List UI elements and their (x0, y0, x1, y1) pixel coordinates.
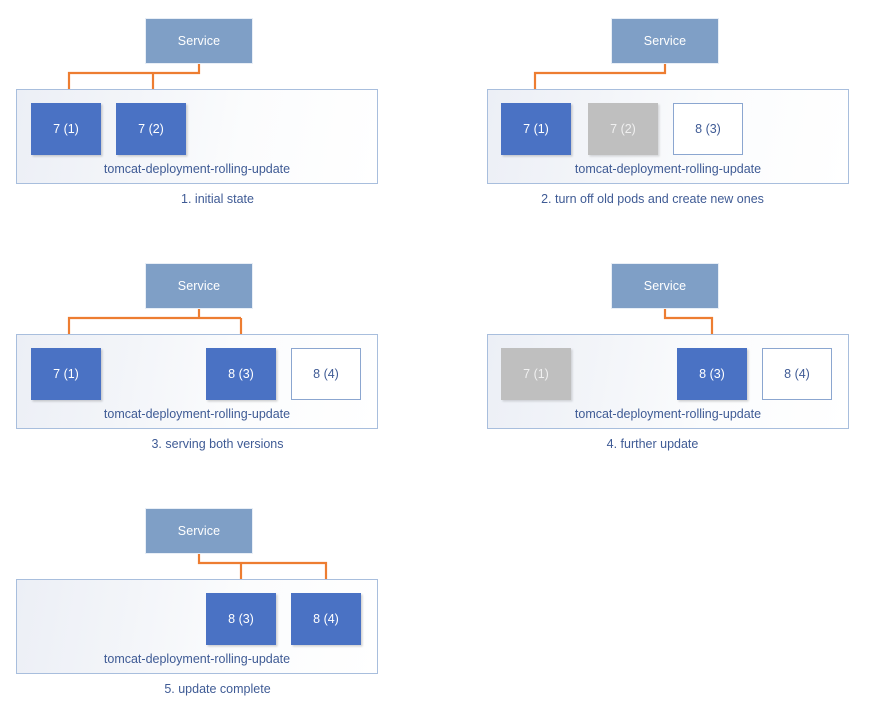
service-box[interactable]: Service (145, 18, 253, 64)
pod-box[interactable]: 7 (2) (588, 103, 658, 155)
pod-label: 7 (1) (523, 121, 549, 136)
pod-label: 8 (3) (228, 366, 254, 381)
pod-box[interactable]: 7 (1) (31, 103, 101, 155)
panel-update-complete: Service tomcat-deployment-rolling-update… (0, 490, 435, 710)
service-box[interactable]: Service (145, 508, 253, 554)
service-label: Service (643, 33, 687, 48)
pod-label: 8 (4) (784, 366, 810, 381)
pod-label: 8 (4) (313, 366, 339, 381)
panel-caption: 4. further update (606, 437, 699, 451)
service-label: Service (177, 33, 221, 48)
pod-label: 7 (1) (53, 121, 79, 136)
pod-box[interactable]: 8 (3) (677, 348, 747, 400)
pod-label: 8 (3) (228, 611, 254, 626)
service-box[interactable]: Service (145, 263, 253, 309)
pod-label: 7 (1) (523, 366, 549, 381)
panel-caption: 2. turn off old pods and create new ones (541, 192, 764, 206)
pod-box[interactable]: 7 (1) (501, 103, 571, 155)
pod-box[interactable]: 7 (2) (116, 103, 186, 155)
panel-initial-state: Service tomcat-deployment-rolling-update… (0, 0, 435, 220)
pod-box[interactable]: 8 (4) (291, 348, 361, 400)
pod-label: 8 (3) (699, 366, 725, 381)
pod-label: 7 (2) (138, 121, 164, 136)
service-label: Service (177, 523, 221, 538)
panel-caption: 3. serving both versions (151, 437, 284, 451)
pod-box[interactable]: 7 (1) (31, 348, 101, 400)
pod-box[interactable]: 7 (1) (501, 348, 571, 400)
deployment-label: tomcat-deployment-rolling-update (103, 406, 291, 421)
service-box[interactable]: Service (611, 18, 719, 64)
panel-turn-off-old-pods: Service tomcat-deployment-rolling-update… (435, 0, 870, 220)
panel-caption: 5. update complete (164, 682, 271, 696)
deployment-label: tomcat-deployment-rolling-update (574, 161, 762, 176)
service-label: Service (643, 278, 687, 293)
service-label: Service (177, 278, 221, 293)
pod-box[interactable]: 8 (3) (206, 348, 276, 400)
pod-box[interactable]: 8 (3) (206, 593, 276, 645)
panel-further-update: Service tomcat-deployment-rolling-update… (435, 245, 870, 465)
pod-box[interactable]: 8 (3) (673, 103, 743, 155)
pod-label: 7 (2) (610, 121, 636, 136)
pod-label: 8 (3) (695, 121, 721, 136)
deployment-label: tomcat-deployment-rolling-update (103, 161, 291, 176)
panel-caption: 1. initial state (181, 192, 254, 206)
service-box[interactable]: Service (611, 263, 719, 309)
pod-label: 8 (4) (313, 611, 339, 626)
deployment-label: tomcat-deployment-rolling-update (103, 651, 291, 666)
pod-box[interactable]: 8 (4) (291, 593, 361, 645)
pod-label: 7 (1) (53, 366, 79, 381)
panel-serving-both-versions: Service tomcat-deployment-rolling-update… (0, 245, 435, 465)
deployment-label: tomcat-deployment-rolling-update (574, 406, 762, 421)
pod-box[interactable]: 8 (4) (762, 348, 832, 400)
